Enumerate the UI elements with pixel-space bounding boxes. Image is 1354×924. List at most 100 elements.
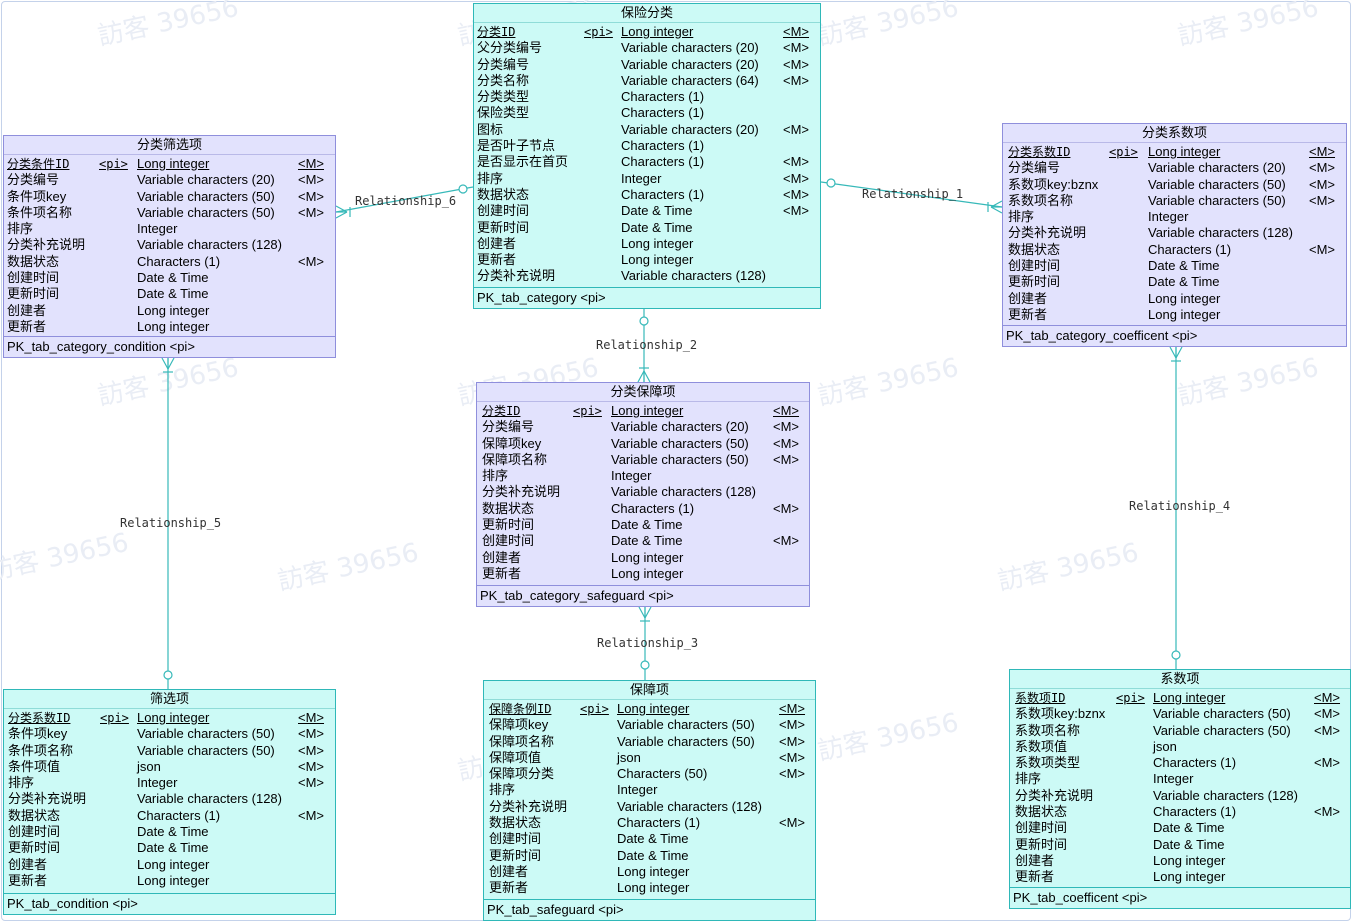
attribute-name: 创建者: [482, 549, 522, 565]
attribute-type: Variable characters (50): [617, 733, 755, 749]
attribute-name: 数据状态: [8, 807, 61, 823]
attribute-name: 更新时间: [1008, 274, 1061, 290]
watermark-text: 訪客 39656: [815, 353, 961, 412]
relationship-rel1[interactable]: Relationship_1: [820, 181, 1003, 208]
relationship-rel4[interactable]: Relationship_4: [1129, 347, 1230, 669]
attribute-name: 系数项名称: [1008, 192, 1074, 208]
attribute-name: 排序: [489, 782, 516, 798]
attribute-type: Characters (1): [621, 154, 705, 170]
attribute-mandatory: <M>: [783, 72, 810, 88]
primary-key-row: 分类系数ID<pi>Long integer<M>: [1003, 144, 1346, 160]
attribute-name: 排序: [7, 221, 34, 237]
attribute-name: 更新者: [489, 880, 529, 896]
attribute-row: 分类补充说明 Variable characters (128): [4, 237, 335, 253]
attribute-name: 更新者: [1015, 869, 1055, 885]
attribute-type: Long integer: [1148, 144, 1221, 159]
attribute-name: 分类编号: [7, 172, 60, 188]
attribute-type: Characters (1): [621, 105, 705, 121]
attribute-type: Variable characters (50): [611, 451, 749, 467]
attribute-name: 分类条件ID: [7, 157, 70, 171]
attribute-type: Integer: [137, 775, 178, 791]
attribute-type: Variable characters (128): [137, 237, 282, 253]
attribute-type: Long integer: [1153, 690, 1226, 705]
attribute-type: Variable characters (50): [137, 204, 275, 220]
attribute-mandatory: <M>: [298, 188, 325, 204]
attribute-mandatory: <M>: [1314, 804, 1341, 820]
attribute-name: 分类编号: [1008, 160, 1061, 176]
attribute-name: 数据状态: [7, 253, 60, 269]
attribute-name: 条件项key: [8, 726, 68, 742]
attribute-mandatory: <M>: [779, 815, 806, 831]
attribute-type: Long integer: [1148, 306, 1221, 322]
attribute-name: 创建时间: [489, 831, 542, 847]
primary-key-row: 系数项ID<pi>Long integer<M>: [1010, 690, 1350, 706]
entity-primary-key-identifier: PK_tab_coefficent <pi>: [1010, 887, 1350, 908]
attribute-type: Integer: [621, 170, 662, 186]
attribute-type: Long integer: [611, 549, 684, 565]
relationship-rel3[interactable]: Relationship_3: [597, 607, 698, 680]
attribute-type: Variable characters (128): [1153, 787, 1298, 803]
attribute-mandatory: <M>: [298, 710, 325, 725]
relationship-rel5[interactable]: Relationship_5: [120, 358, 221, 689]
attribute-mandatory: <M>: [1309, 192, 1336, 208]
relationship-label: Relationship_3: [597, 636, 698, 650]
attribute-type: Variable characters (128): [617, 798, 762, 814]
attribute-name: 是否叶子节点: [477, 138, 556, 154]
attribute-name: 创建者: [1015, 852, 1055, 868]
attribute-name: 分类编号: [477, 56, 530, 72]
watermark-text: 訪客 39656: [815, 708, 961, 767]
watermark-text: 訪客 39656: [95, 0, 241, 52]
attribute-key: <pi>: [1109, 145, 1138, 159]
attribute-type: json: [617, 749, 641, 765]
attribute-mandatory: <M>: [1314, 722, 1341, 738]
attribute-type: Long integer: [621, 252, 694, 268]
attribute-type: Date & Time: [137, 286, 209, 302]
attribute-mandatory: <M>: [783, 56, 810, 72]
entity-primary-key-identifier: PK_tab_category_condition <pi>: [4, 336, 335, 357]
attribute-name: 分类名称: [477, 72, 530, 88]
attribute-type: Date & Time: [137, 824, 209, 840]
attribute-type: Variable characters (128): [1148, 225, 1293, 241]
attribute-name: 分类补充说明: [7, 237, 86, 253]
attribute-name: 更新时间: [482, 517, 535, 533]
attribute-name: 数据状态: [1008, 241, 1061, 257]
attribute-type: Variable characters (50): [1148, 176, 1286, 192]
relationship-rel6[interactable]: Relationship_6: [335, 186, 474, 213]
attribute-type: Variable characters (50): [617, 717, 755, 733]
attribute-name: 父分类编号: [477, 40, 543, 56]
attribute-type: Variable characters (20): [137, 172, 275, 188]
attribute-mandatory: <M>: [783, 24, 810, 39]
attribute-type: Date & Time: [617, 847, 689, 863]
attribute-type: Integer: [137, 221, 178, 237]
attribute-name: 更新者: [482, 565, 522, 581]
attribute-name: 系数项key:bznx: [1015, 706, 1106, 722]
watermark-text: 訪客 39656: [995, 538, 1141, 597]
attribute-type: Long integer: [137, 318, 210, 334]
attribute-mandatory: <M>: [779, 733, 806, 749]
